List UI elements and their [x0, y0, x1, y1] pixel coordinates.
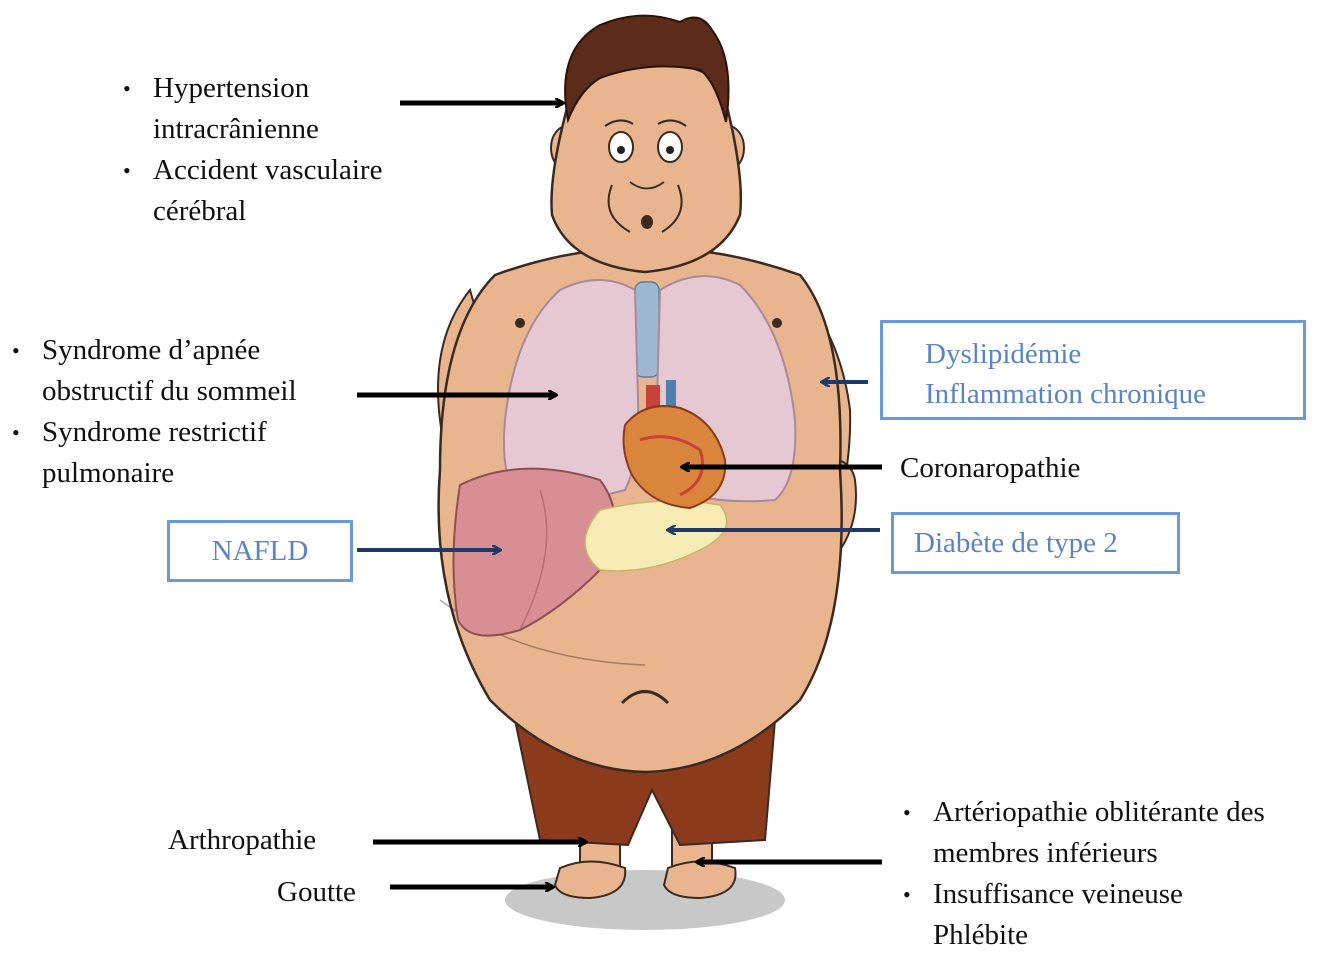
label-nafld: NAFLD: [170, 531, 350, 571]
diabete-box: Diabète de type 2: [891, 512, 1180, 574]
label-inflammation: Inflammation chronique: [925, 374, 1303, 414]
right-foot: [664, 862, 736, 899]
label-arthropathie: Arthropathie: [168, 820, 316, 861]
label-coronaropathie: Coronaropathie: [900, 448, 1080, 489]
lung-conditions-list: Syndrome d’apnée obstructif du sommeil S…: [12, 330, 362, 494]
trachea: [635, 282, 659, 377]
dyslipidemie-box: Dyslipidémie Inflammation chronique: [880, 320, 1306, 420]
label-hypertension: Hypertension intracrânienne: [123, 68, 373, 150]
right-nipple: [772, 318, 782, 328]
label-avc: Accident vasculaire cérébral: [123, 150, 443, 232]
label-diabete: Diabète de type 2: [914, 523, 1177, 563]
ground-shadow: [505, 870, 785, 930]
head: [551, 16, 744, 272]
label-apnee: Syndrome d’apnée obstructif du sommeil: [12, 330, 362, 412]
head-conditions-list: Hypertension intracrânienne Accident vas…: [123, 68, 443, 232]
mouth: [641, 215, 653, 229]
label-goutte: Goutte: [277, 872, 356, 913]
leg-conditions-list: Artériopathie oblitérante des membres in…: [903, 792, 1293, 956]
left-nipple: [515, 318, 525, 328]
nafld-box: NAFLD: [167, 520, 353, 582]
label-dyslipidemie: Dyslipidémie: [925, 334, 1303, 374]
label-restrictif: Syndrome restrictif pulmonaire: [12, 412, 332, 494]
label-arteriopathie: Artériopathie oblitérante des membres in…: [903, 792, 1293, 874]
label-insuffisance: Insuffisance veineuse Phlébite: [903, 874, 1243, 956]
